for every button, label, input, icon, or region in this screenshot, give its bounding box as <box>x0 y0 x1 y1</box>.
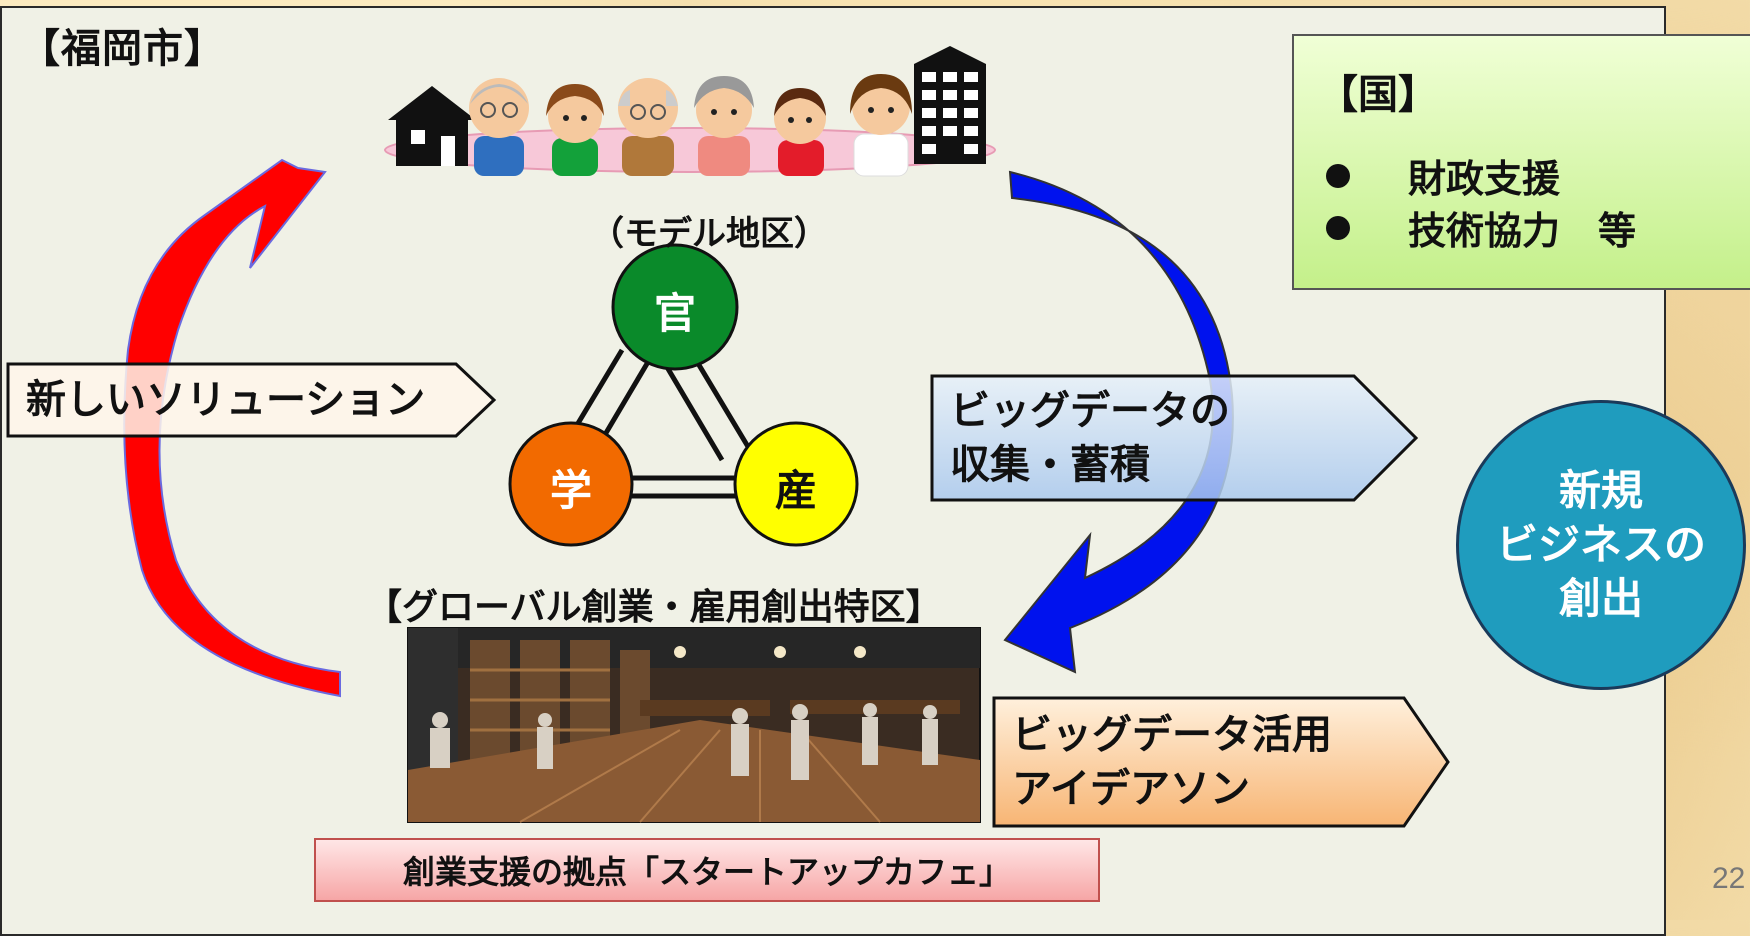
national-title: 【国】 <box>1318 72 1438 118</box>
ideathon-arrow-shape <box>992 696 1450 828</box>
government-node <box>611 243 739 371</box>
ideathon-line-1: ビッグデータ活用 <box>1012 712 1332 758</box>
national-item-label: 財政支援 <box>1408 157 1561 201</box>
house-icon <box>388 86 476 166</box>
national-government-box: 【国】 財政支援 技術協力 等 <box>1292 34 1750 290</box>
academia-node-label: 学 <box>549 466 592 515</box>
model-district-label: （モデル地区） <box>590 214 828 254</box>
new-business-line-2: ビジネスの <box>1495 520 1706 569</box>
child-girl-icon <box>546 84 604 176</box>
community-illustration <box>384 46 996 177</box>
academia-node <box>508 421 634 547</box>
national-item-label: 技術協力 等 <box>1408 209 1637 253</box>
elder-woman-icon <box>694 76 754 176</box>
bigdata-collection-line-2: 収集・蓄積 <box>950 442 1150 488</box>
community-ground <box>384 127 996 173</box>
city-label: 【福岡市】 <box>20 26 225 72</box>
startup-cafe-caption: 創業支援の拠点「スタートアップカフェ」 <box>314 838 1100 902</box>
mother-icon <box>850 74 912 177</box>
special-zone-label: 【グローバル創業・雇用創出特区】 <box>366 587 942 628</box>
new-business-line-1: 新規 <box>1558 466 1643 515</box>
national-item-fiscal-support: 財政支援 <box>1326 148 1560 203</box>
new-business-line-3: 創出 <box>1558 574 1643 623</box>
national-item-technical-cooperation: 技術協力 等 <box>1326 200 1636 255</box>
bigdata-collection-arrow-shape <box>930 374 1419 502</box>
office-building-icon <box>914 46 986 164</box>
page-number: 22 <box>1712 862 1746 895</box>
child-boy-icon <box>774 88 826 176</box>
new-business-circle: 新規 ビジネスの 創出 <box>1456 400 1746 690</box>
bullet-icon <box>1326 215 1350 240</box>
industry-node-label: 産 <box>774 466 817 515</box>
red-cycle-arrow <box>123 158 341 698</box>
bigdata-collection-line-1: ビッグデータの <box>950 388 1230 434</box>
bullet-icon <box>1326 163 1350 188</box>
ideathon-line-2: アイデアソン <box>1012 766 1250 812</box>
new-solution-arrow-shape <box>6 362 497 438</box>
bigdata-collection-label: ビッグデータの 収集・蓄積 <box>950 384 1230 492</box>
new-solution-label: 新しいソリューション <box>26 377 426 423</box>
ideathon-label: ビッグデータ活用 アイデアソン <box>1012 708 1332 816</box>
industry-node <box>733 421 859 547</box>
government-node-label: 官 <box>653 289 696 338</box>
elder-man-2-icon <box>618 78 678 176</box>
blue-cycle-arrow <box>1003 170 1234 674</box>
elder-man-icon <box>469 78 529 176</box>
startup-cafe-photo <box>407 627 981 823</box>
